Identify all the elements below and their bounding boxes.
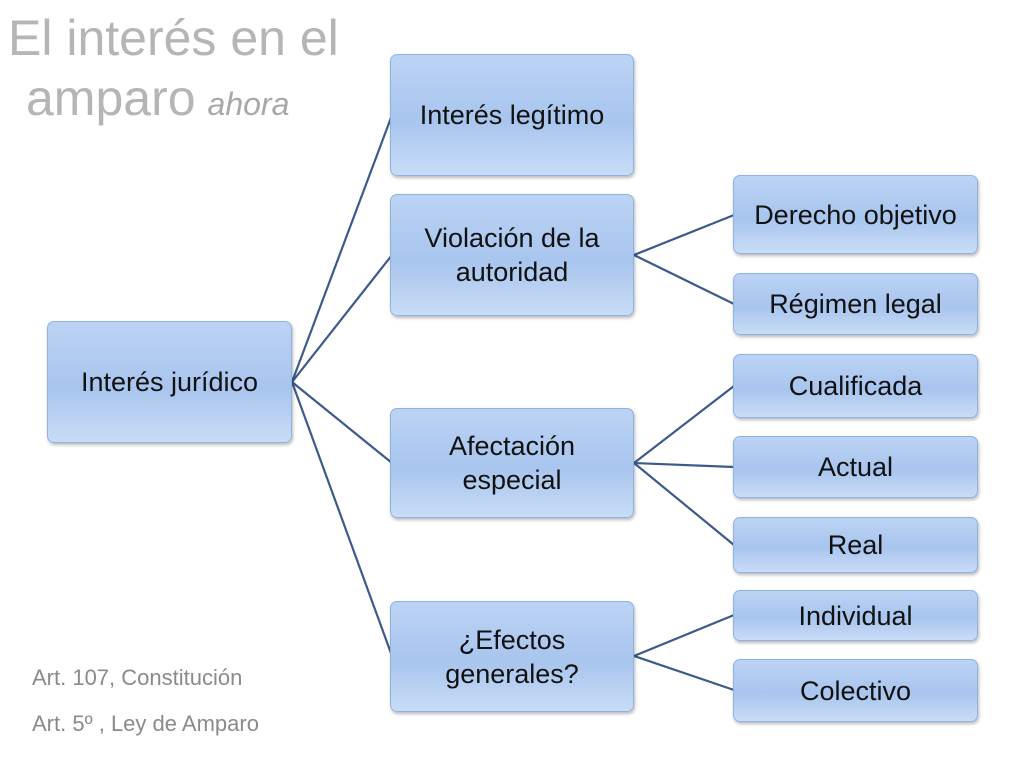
title-line-2-wrapper: amparo ahora xyxy=(8,68,368,134)
connector-root-violacion xyxy=(291,254,393,383)
connector-afectacion-cualificada xyxy=(633,385,735,464)
connector-violacion-regimen xyxy=(633,254,735,305)
connector-efectos-colectivo xyxy=(633,654,735,692)
connector-root-efectos xyxy=(290,381,394,657)
node-afectacion-especial: Afectación especial xyxy=(390,408,634,518)
connector-root-interes-legitimo xyxy=(290,114,394,383)
connector-afectacion-actual xyxy=(633,461,735,469)
title-subtitle: ahora xyxy=(207,86,290,122)
node-individual: Individual xyxy=(733,590,978,641)
slide-title: El interés en el amparo ahora xyxy=(8,8,368,134)
node-violacion-autoridad: Violación de la autoridad xyxy=(390,194,634,316)
node-actual: Actual xyxy=(733,436,978,498)
connector-afectacion-real xyxy=(633,462,735,546)
connector-root-afectacion xyxy=(291,381,393,464)
node-efectos-generales: ¿Efectos generales? xyxy=(390,601,634,712)
node-cualificada: Cualificada xyxy=(733,354,978,418)
connector-violacion-derecho xyxy=(633,213,735,257)
reference-constitucion: Art. 107, Constitución xyxy=(32,665,243,690)
title-line-1: El interés en el xyxy=(8,10,339,66)
node-real: Real xyxy=(733,517,978,573)
title-line-2: amparo xyxy=(26,70,196,126)
node-interes-legitimo: Interés legítimo xyxy=(390,54,634,176)
reference-ley-amparo: Art. 5º , Ley de Amparo xyxy=(32,711,259,736)
references: Art. 107, Constitución Art. 5º , Ley de … xyxy=(32,658,259,750)
node-interes-juridico: Interés jurídico xyxy=(47,321,292,443)
node-regimen-legal: Régimen legal xyxy=(733,273,978,335)
node-derecho-objetivo: Derecho objetivo xyxy=(733,175,978,254)
connector-efectos-individual xyxy=(633,613,735,658)
node-colectivo: Colectivo xyxy=(733,659,978,722)
